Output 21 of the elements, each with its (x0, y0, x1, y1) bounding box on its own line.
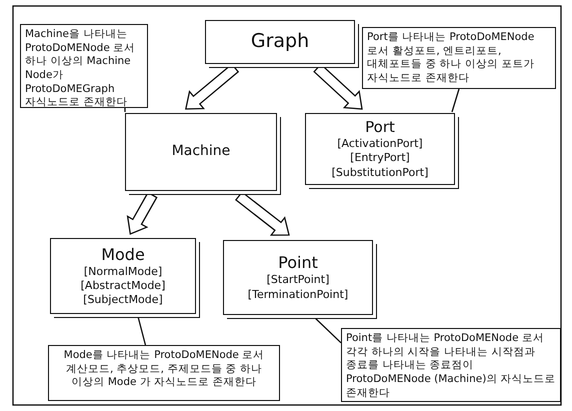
callout-box (362, 27, 556, 89)
callout-text: Port를 나타내는 ProtoDoMENode 로서 활성포트, 엔트리포트, 대체포트들 중 하나 이상의 포트가 자식노드로 존재한다 (367, 31, 536, 86)
node-subtype: [SubjectMode] (83, 293, 163, 308)
node-title: Mode (101, 244, 145, 265)
node-subtype: [AbstractMode] (80, 278, 166, 294)
node-subtype: [TerminationPoint] (248, 288, 348, 302)
callout-box (48, 345, 280, 401)
callout-text: Mode를 나타내는 ProtoDoMENode 로서 계산모드, 추상모드, 주제모드들 중 하나 이상의 Mode 가 자식노드로 존재한다 (62, 349, 266, 390)
callout-text: Point를 나타내는 ProtoDoMENode 로서 각각 하나의 시작을 나타내는 시작점과 종료를 나타내는 종료점이 ProtoDoMENode (Machine)의 자식노드로 존재한다 (346, 332, 556, 400)
node-subtype: [EntryPort] (350, 151, 410, 166)
node-title: Machine (172, 143, 230, 161)
node-subtype: [ActivationPort] (337, 136, 423, 152)
node-title: Port (365, 118, 395, 137)
node-title: Graph (250, 30, 310, 54)
leader-line (451, 88, 460, 112)
callout-box (20, 24, 148, 108)
node-title: Point (278, 253, 318, 274)
node-subtype: [NormalMode] (84, 264, 162, 279)
callout-text: Machine을 나타내는 ProtoDoMENode 로서 하나 이상의 Machine Node가 ProtoDoMEGraph 자식노드로 존재한다 (25, 28, 136, 110)
node-subtype: [SubstitutionPort] (332, 166, 428, 180)
node-subtype: [StartPoint] (266, 273, 330, 288)
